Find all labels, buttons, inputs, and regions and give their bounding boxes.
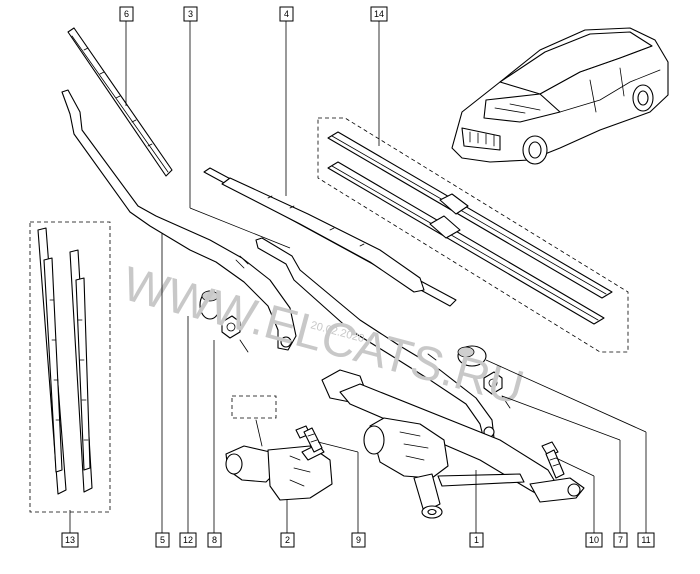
callout-3-label: 3 (188, 9, 193, 19)
callout-2-label: 2 (285, 535, 290, 545)
part-11-nut-cap (457, 345, 487, 367)
callout-10-label: 10 (589, 535, 599, 545)
callout-14: 14 (370, 6, 388, 22)
part-1-wiper-linkage (321, 369, 585, 519)
callout-7-label: 7 (618, 535, 623, 545)
watermark: WWW.ELCATS.RU 20.02.2020 (117, 257, 529, 415)
callout-12: 12 (179, 532, 197, 548)
leader-lines (69, 21, 647, 533)
callout-9-label: 9 (356, 535, 361, 545)
car-illustration (451, 27, 669, 165)
callout-6-label: 6 (124, 9, 129, 19)
callout-13: 13 (61, 532, 79, 548)
callout-13-label: 13 (65, 535, 75, 545)
part-8-nut (221, 315, 249, 353)
callout-5-label: 5 (160, 535, 165, 545)
part-10-bolt (541, 441, 565, 479)
part-6-blade-refill (67, 27, 173, 177)
part-13-blade-set (29, 221, 111, 513)
callout-4: 4 (279, 6, 294, 22)
part-14-flat-blades (317, 117, 629, 353)
callout-11-label: 11 (641, 535, 650, 545)
callout-1: 1 (469, 532, 484, 548)
callout-6: 6 (119, 6, 134, 22)
callout-8-label: 8 (212, 535, 217, 545)
callout-11: 11 (637, 532, 655, 548)
callout-4-label: 4 (284, 9, 289, 19)
part-5-wiper-arm-left (61, 89, 297, 351)
watermark-site: WWW.ELCATS.RU (117, 257, 529, 415)
callout-8: 8 (207, 532, 222, 548)
callout-7: 7 (613, 532, 628, 548)
callout-9: 9 (351, 532, 366, 548)
callout-10: 10 (585, 532, 603, 548)
part-7-nut (483, 371, 511, 409)
part-2-wiper-motor (225, 395, 333, 501)
part-9-bolt (295, 425, 323, 453)
callout-3: 3 (183, 6, 198, 22)
callout-5: 5 (155, 532, 170, 548)
callout-2: 2 (280, 532, 295, 548)
part-12-nut-cap (199, 290, 221, 320)
callout-1-label: 1 (474, 535, 479, 545)
callout-12-label: 12 (183, 535, 193, 545)
callout-14-label: 14 (374, 9, 384, 19)
part-4-wiper-blade-right (203, 167, 457, 307)
